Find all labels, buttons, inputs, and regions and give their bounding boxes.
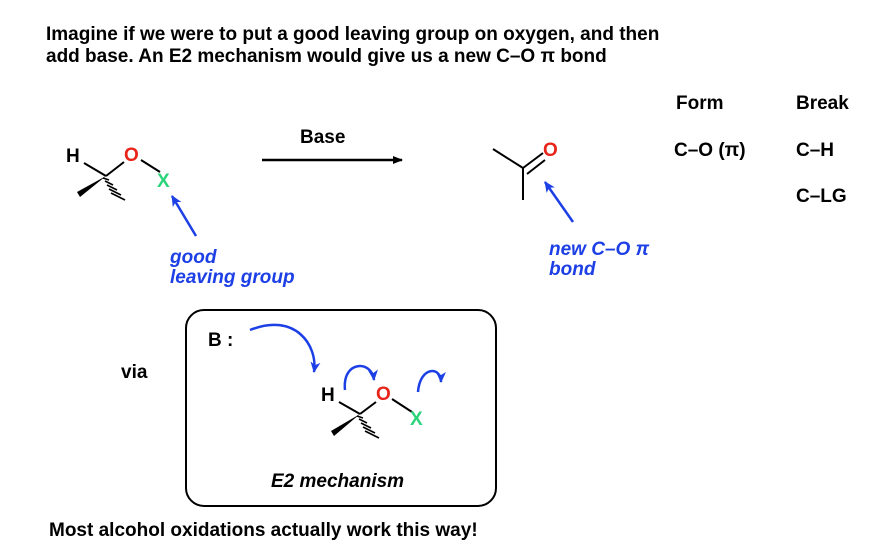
wedge-bond: [77, 176, 106, 197]
via-label: via: [121, 362, 148, 383]
break-header: Break: [796, 93, 849, 114]
leaving-group-note-line-2: leaving group: [170, 267, 295, 288]
heading-line-1: Imagine if we were to put a good leaving…: [46, 24, 660, 45]
start-molecule: [77, 159, 161, 201]
mech-atom-x: X: [410, 409, 423, 430]
base-lone-pair: B :: [208, 330, 234, 351]
new-bond-note-line-2: bond: [549, 259, 596, 280]
heading-line-2: add base. An E2 mechanism would give us …: [46, 46, 607, 67]
product-atom-o: O: [543, 140, 558, 161]
start-atom-o: O: [124, 145, 139, 166]
new-bond-arrow: [543, 181, 575, 223]
hash-bond: [102, 177, 126, 201]
start-atom-h: H: [66, 146, 80, 167]
new-bond-note-line-1: new C–O π: [549, 239, 650, 260]
mechanism-box: [185, 309, 497, 507]
mechanism-molecule: [331, 398, 413, 439]
mechanism-caption: E2 mechanism: [271, 471, 405, 492]
leaving-group-arrow: [170, 195, 198, 237]
base-attack-arrow: [249, 323, 321, 373]
form-item-co-pi: C–O (π): [674, 140, 746, 161]
form-header: Form: [676, 93, 724, 114]
start-atom-x: X: [157, 171, 170, 192]
break-item-ch: C–H: [796, 140, 835, 161]
break-item-clg: C–LG: [796, 186, 847, 207]
mech-atom-o: O: [376, 384, 391, 405]
leaving-group-note-line-1: good: [170, 247, 217, 268]
product-molecule: [492, 148, 546, 200]
footer-note: Most alcohol oxidations actually work th…: [49, 520, 478, 541]
reagent-base: Base: [300, 127, 346, 148]
leaving-group-departure-arrow: [416, 370, 446, 393]
mech-atom-h: H: [321, 385, 335, 406]
ch-to-co-arrow: [343, 364, 378, 391]
